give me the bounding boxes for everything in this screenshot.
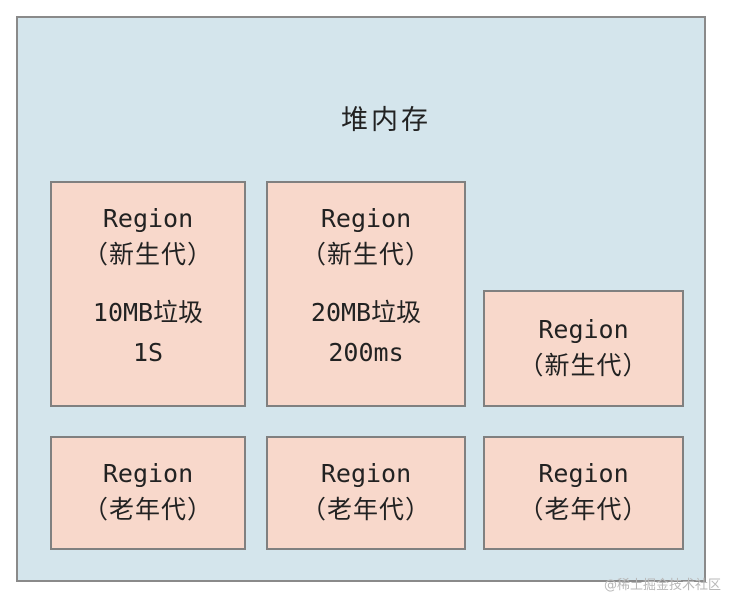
heap-title: 堆内存 [341,105,431,136]
region-name: Region [538,315,629,344]
region-young-2: Region （新生代） 20MB垃圾 200ms [266,181,466,407]
region-young-3: Region （新生代） [483,290,684,407]
region-generation: （老年代） [82,495,213,524]
region-generation: （新生代） [82,240,213,269]
region-time: 1S [132,338,164,367]
region-name: Region [320,204,412,233]
watermark: @稀土掘金技术社区 [603,578,721,593]
region-generation: （新生代） [518,351,649,380]
region-generation: （老年代） [518,495,649,524]
region-name: Region [102,459,194,488]
region-old-2: Region （老年代） [266,436,466,550]
region-generation: （老年代） [300,495,431,524]
region-garbage: 20MB垃圾 [310,298,422,327]
region-garbage: 10MB垃圾 [92,298,204,327]
region-young-1: Region （新生代） 10MB垃圾 1S [50,181,246,407]
region-old-1: Region （老年代） [50,436,246,550]
region-name: Region [102,204,194,233]
region-old-3: Region （老年代） [483,436,684,550]
region-time: 200ms [328,338,404,367]
region-name: Region [320,459,412,488]
region-name: Region [538,459,629,488]
region-generation: （新生代） [300,240,431,269]
